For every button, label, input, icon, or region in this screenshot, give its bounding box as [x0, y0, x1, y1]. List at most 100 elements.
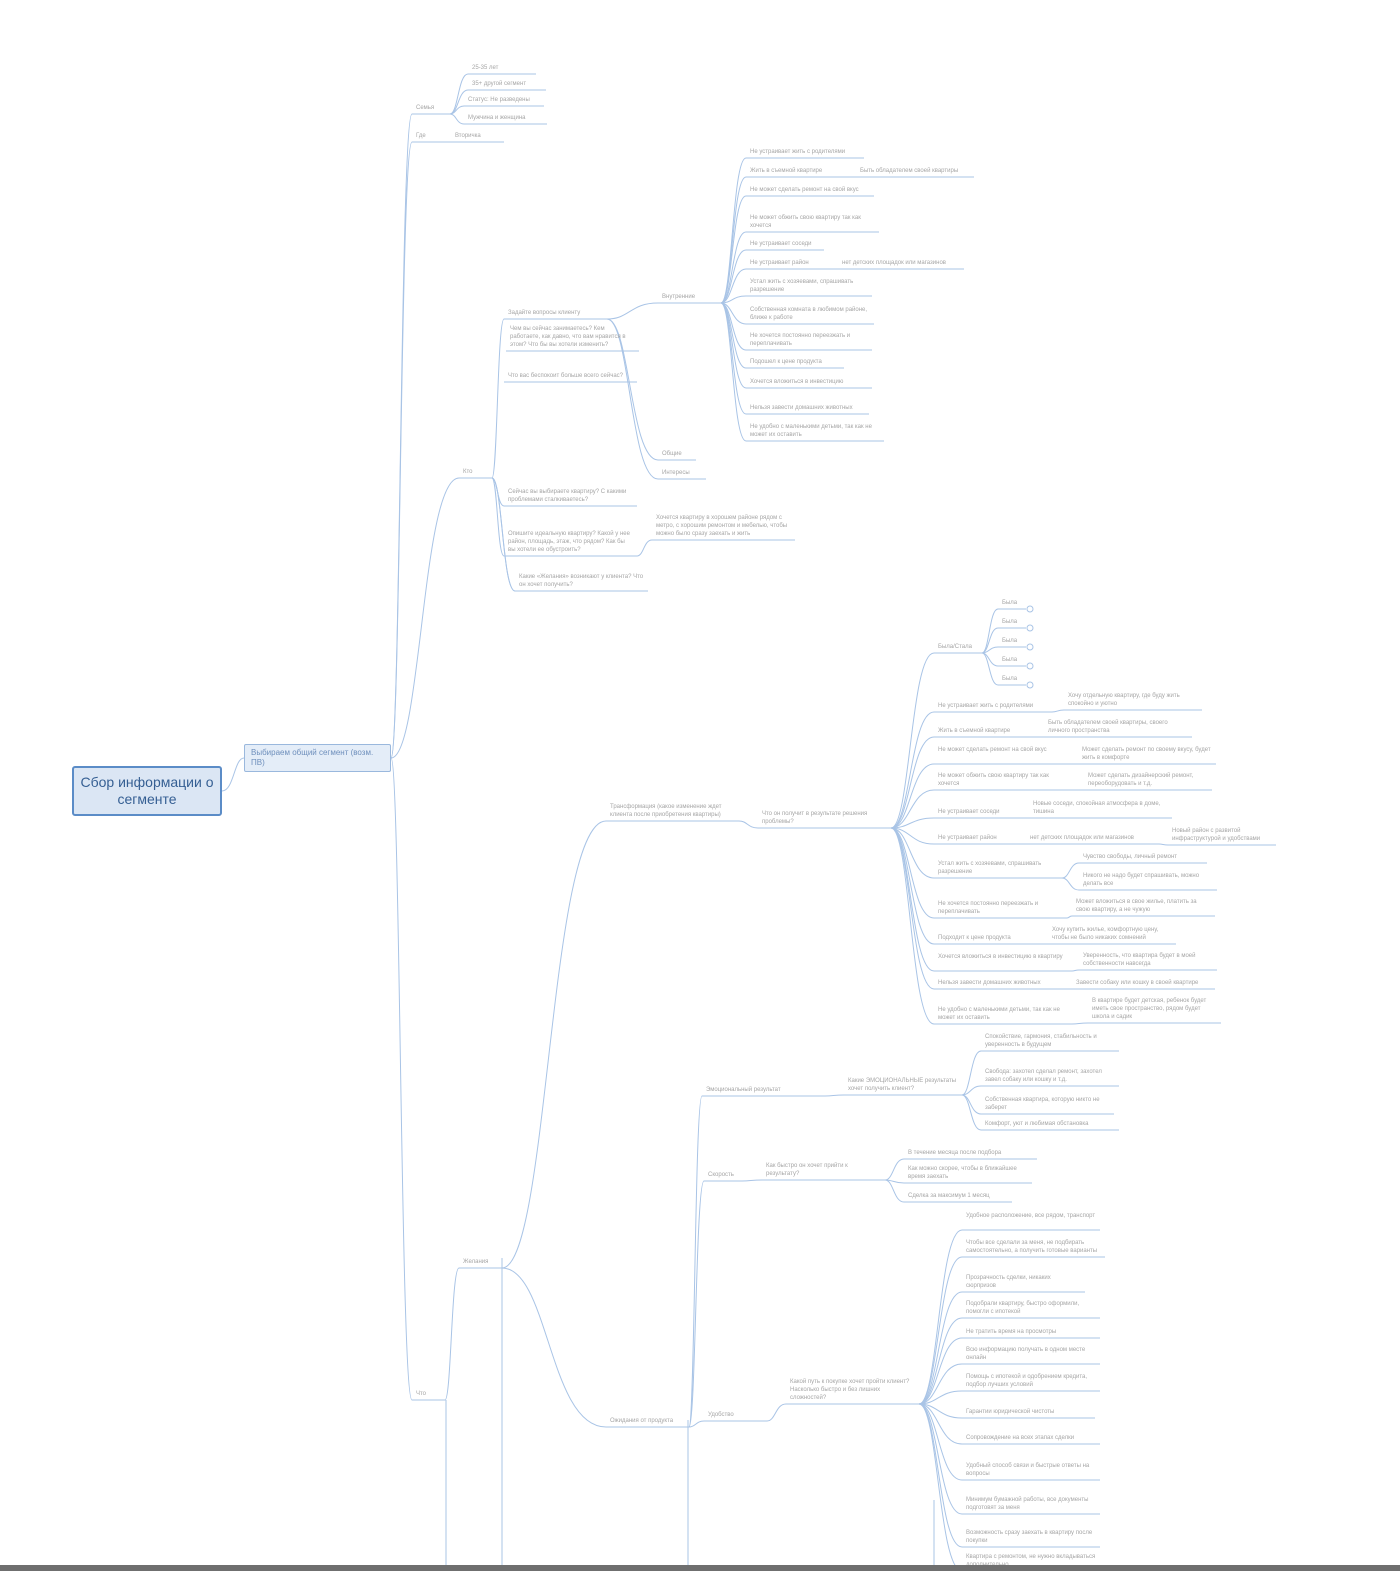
node-c1[interactable]: Чем вы сейчас занимаетесь? Кем работаете…	[510, 326, 626, 348]
node-g7[interactable]: Устал жить с хозяевами, спрашивать разре…	[938, 861, 1042, 875]
node-c0[interactable]: Задайте вопросы клиенту	[508, 310, 581, 316]
node-a10[interactable]: Подошел к цене продукта	[750, 359, 822, 365]
horizontal-scrollbar[interactable]	[0, 1565, 1400, 1571]
node-h3q[interactable]: Какой путь к покупке хочет пройти клиент…	[790, 1379, 910, 1401]
node-g10[interactable]: Хочется вложиться в инвестицию в квартир…	[938, 954, 1063, 960]
node-a2[interactable]: Жить в съемной квартире	[750, 168, 823, 174]
node-g1[interactable]: Не устраивает жить с родителями	[938, 703, 1034, 709]
node-f1[interactable]: Была	[1002, 600, 1018, 606]
node-g8[interactable]: Не хочется постоянно переезжать и перепл…	[938, 901, 1039, 915]
node-a3[interactable]: Не может сделать ремонт на свой вкус	[750, 187, 859, 193]
node-a6[interactable]: Не устраивает район	[750, 260, 809, 266]
node-i8[interactable]: Гарантии юридической чистоты	[966, 1409, 1055, 1415]
node-gde[interactable]: Где	[416, 133, 426, 139]
node-g1r[interactable]: Хочу отдельную квартиру, где буду жить с…	[1068, 693, 1180, 707]
node-n2[interactable]: 35+ другой сегмент	[472, 81, 527, 87]
node-a13[interactable]: Не удобно с маленькими детьми, так как н…	[750, 424, 872, 438]
node-h2[interactable]: Скорость	[708, 1172, 734, 1178]
node-c2[interactable]: Что вас беспокоит больше всего сейчас?	[508, 373, 623, 379]
node-sost[interactable]: Семья	[416, 105, 435, 111]
node-c4[interactable]: Опишите идеальную квартиру? Какой у нее …	[508, 531, 630, 553]
node-a5[interactable]: Не устраивает соседи	[750, 241, 812, 247]
node-h0[interactable]: Желания	[463, 1259, 489, 1265]
central-topic[interactable]: Сбор информации о сегменте	[72, 766, 222, 816]
node-b3[interactable]: Интересы	[662, 470, 690, 476]
node-b1[interactable]: Внутренние	[662, 294, 696, 300]
node-c3[interactable]: Сейчас вы выбираете квартиру? С какими п…	[508, 489, 627, 503]
node-a2r[interactable]: Быть обладателем своей квартиры	[860, 168, 959, 174]
node-i2[interactable]: Чтобы все сделали за меня, не подбирать …	[966, 1240, 1098, 1254]
node-h3[interactable]: Удобство	[708, 1412, 734, 1418]
node-f5[interactable]: Была	[1002, 676, 1018, 682]
node-g2[interactable]: Жить в съемной квартире	[938, 728, 1011, 734]
node-a8[interactable]: Собственная комната в любимом районе, бл…	[750, 307, 868, 321]
node-g3r[interactable]: Может сделать ремонт по своему вкусу, бу…	[1082, 747, 1211, 761]
node-n1[interactable]: 25-35 лет	[472, 65, 499, 71]
node-i10[interactable]: Удобный способ связи и быстрые ответы на…	[966, 1463, 1090, 1477]
node-h2q[interactable]: Как быстро он хочет прийти к результату?	[766, 1163, 848, 1177]
node-f2[interactable]: Была	[1002, 619, 1018, 625]
node-h2a[interactable]: В течение месяца после подбора	[908, 1150, 1002, 1156]
connector	[890, 827, 935, 919]
node-g4r[interactable]: Может сделать дизайнерский ремонт, перео…	[1088, 773, 1194, 787]
node-h1c[interactable]: Собственная квартира, которую никто не з…	[985, 1097, 1100, 1111]
node-g3[interactable]: Не может сделать ремонт на свой вкус	[938, 747, 1047, 753]
node-i3[interactable]: Прозрачность сделки, никаких сюрпризов	[966, 1275, 1051, 1289]
node-i9[interactable]: Сопровождение на всех этапах сделки	[966, 1435, 1075, 1441]
node-a9[interactable]: Не хочется постоянно переезжать и перепл…	[750, 333, 851, 347]
node-a12[interactable]: Нельзя завести домашних животных	[750, 405, 853, 411]
node-g5r[interactable]: Новые соседи, спокойная атмосфера в доме…	[1033, 801, 1161, 815]
node-i6[interactable]: Всю информацию получать в одном месте он…	[966, 1347, 1086, 1361]
node-h1[interactable]: Эмоциональный результат	[706, 1087, 781, 1093]
node-a11[interactable]: Хочется вложиться в инвестицию	[750, 379, 844, 385]
node-h1q[interactable]: Какие ЭМОЦИОНАЛЬНЫЕ результаты хочет пол…	[848, 1078, 957, 1092]
node-n5[interactable]: Вторичка	[455, 133, 481, 139]
node-g9[interactable]: Подходит к цене продукта	[938, 935, 1011, 941]
node-h2c[interactable]: Сделка за максимум 1 месяц	[908, 1193, 990, 1199]
node-g9r[interactable]: Хочу купить жилье, комфортную цену, чтоб…	[1052, 927, 1159, 941]
node-a6r[interactable]: нет детских площадок или магазинов	[842, 260, 946, 266]
connector	[918, 1229, 963, 1405]
node-g6m[interactable]: нет детских площадок или магазинов	[1030, 835, 1134, 841]
node-f3[interactable]: Была	[1002, 638, 1018, 644]
main-topic[interactable]: Выбираем общий сегмент (возм. ПВ)	[244, 744, 391, 772]
node-g5[interactable]: Не устраивает соседи	[938, 809, 1000, 815]
node-g10r[interactable]: Уверенность, что квартира будет в моей с…	[1083, 953, 1196, 967]
node-g7r1[interactable]: Чувство свободы, личный ремонт	[1083, 854, 1178, 860]
node-i4[interactable]: Подобрали квартиру, быстро оформили, пом…	[966, 1301, 1080, 1315]
node-f0[interactable]: Была/Стала	[938, 644, 972, 650]
node-h1a[interactable]: Спокойствие, гармония, стабильность и ув…	[985, 1034, 1097, 1048]
node-g11r[interactable]: Завести собаку или кошку в своей квартир…	[1076, 980, 1199, 986]
node-h2b[interactable]: Как можно скорее, чтобы в ближайшее врем…	[908, 1166, 1017, 1180]
node-g8r[interactable]: Может вложиться в свое жилье, платить за…	[1076, 899, 1197, 913]
node-d0[interactable]: Какие «Желания» возникают у клиента? Что…	[519, 574, 644, 588]
node-g4[interactable]: Не может обжить свою квартиру так как хо…	[938, 773, 1049, 787]
node-n3[interactable]: Статус: Не разведены	[468, 97, 530, 103]
node-h1b[interactable]: Свобода: захотел сделал ремонт, захотел …	[985, 1069, 1102, 1083]
node-g11[interactable]: Нельзя завести домашних животных	[938, 980, 1041, 986]
node-a1[interactable]: Не устраивает жить с родителями	[750, 149, 846, 155]
node-i11[interactable]: Минимум бумажной работы, все документы п…	[966, 1497, 1089, 1511]
node-i12[interactable]: Возможность сразу заехать в квартиру пос…	[966, 1530, 1093, 1544]
node-g6r[interactable]: Новый район с развитой инфраструктурой и…	[1172, 828, 1261, 842]
node-k0[interactable]: Что	[416, 1391, 427, 1397]
node-b2[interactable]: Общие	[662, 451, 682, 457]
node-n4[interactable]: Мужчина и женщина	[468, 115, 526, 121]
node-i7[interactable]: Помощь с ипотекой и одобрением кредита, …	[966, 1374, 1088, 1388]
node-h1d[interactable]: Комфорт, уют и любимая обстановка	[985, 1121, 1089, 1127]
node-a7[interactable]: Устал жить с хозяевами, спрашивать разре…	[750, 279, 854, 293]
node-g2r[interactable]: Быть обладателем своей квартиры, своего …	[1048, 720, 1168, 734]
node-j0[interactable]: Ожидания от продукта	[610, 1418, 674, 1424]
node-c4r[interactable]: Хочется квартиру в хорошем районе рядом …	[656, 515, 788, 537]
node-e0[interactable]: Трансформация (какое изменение ждет клие…	[610, 804, 722, 818]
node-e1[interactable]: Что он получит в результате решения проб…	[762, 811, 868, 825]
node-g6[interactable]: Не устраивает район	[938, 835, 997, 841]
node-f4[interactable]: Была	[1002, 657, 1018, 663]
node-g12[interactable]: Не удобно с маленькими детьми, так как н…	[938, 1007, 1060, 1021]
node-g12r[interactable]: В квартире будет детская, ребенок будет …	[1092, 998, 1207, 1020]
node-i5[interactable]: Не тратить время на просмотры	[966, 1329, 1057, 1335]
node-g7r2[interactable]: Никого не надо будет спрашивать, можно д…	[1083, 873, 1200, 887]
node-kto[interactable]: Кто	[463, 469, 473, 475]
node-i1[interactable]: Удобное расположение, все рядом, транспо…	[966, 1213, 1096, 1219]
node-a4[interactable]: Не может обжить свою квартиру так как хо…	[750, 215, 861, 229]
